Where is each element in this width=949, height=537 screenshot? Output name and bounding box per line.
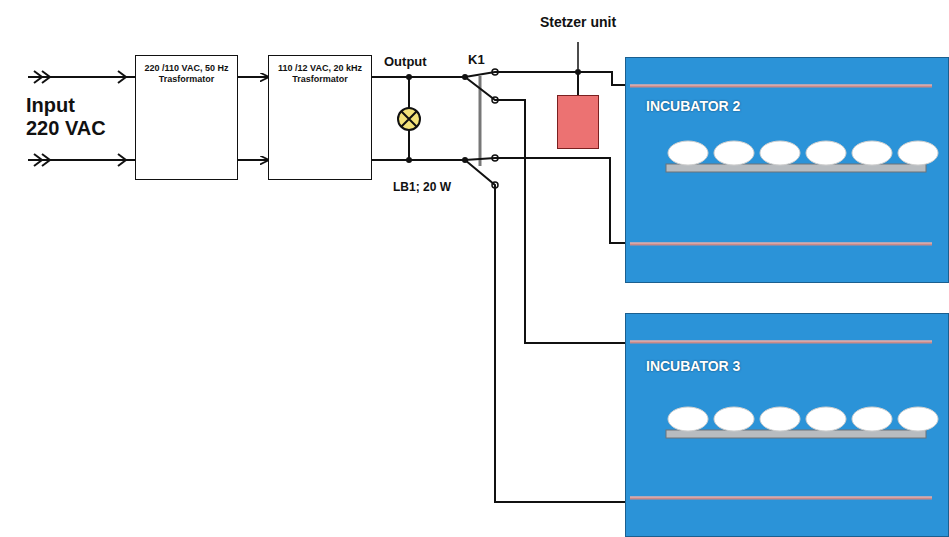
incubator-title: INCUBATOR 2 [646,98,740,114]
heating-wire [630,497,932,500]
lamp-cross [401,111,417,127]
egg [852,141,892,165]
transformer-box: 110 /12 VAC, 20 kHz Trasformator [268,55,372,180]
egg [852,407,892,431]
egg [668,141,708,165]
box-text: 220 /110 VAC, 50 Hz Trasformator [142,63,231,86]
stetzer-unit: Stetzer unit [528,14,628,150]
stetzer-box [557,95,599,149]
egg [714,407,754,431]
heating-wire-shine [630,85,932,86]
wire-connector [372,160,625,502]
input-arrow [34,154,50,166]
egg-tray [666,430,926,438]
egg [806,141,846,165]
egg-tray [666,164,926,172]
incubator-title: INCUBATOR 3 [646,358,740,374]
lamp-symbol [398,108,420,130]
text-label: K1 [468,52,498,68]
box-text: 110 /12 VAC, 20 kHz Trasformator [275,63,365,86]
wire-connector [238,159,268,161]
lamp-lead [408,130,410,160]
wire-connector [238,76,268,78]
leader-line [577,42,579,69]
text-label: Input 220 VAC [26,94,112,140]
heating-wire-shine [630,497,932,498]
egg [760,407,800,431]
heating-wire-shine [630,243,932,244]
transformer-box: 220 /110 VAC, 50 Hz Trasformator [135,55,238,180]
wire-connector [372,158,625,243]
egg [806,407,846,431]
incubator-panel: INCUBATOR 2 [625,57,949,283]
input-wire [28,76,135,78]
heating-wire [630,85,932,88]
text-label: Output [384,54,454,70]
input-arrow [34,71,50,83]
egg [760,141,800,165]
input-arrow [118,71,126,166]
wire-connector [578,72,625,95]
egg [668,407,708,431]
heating-wire [630,243,932,246]
egg [898,407,938,431]
text-label: LB1; 20 W [393,180,483,194]
egg [898,141,938,165]
input-wire [28,159,135,161]
incubator-art [626,58,949,284]
heating-wire [630,341,932,344]
incubator-art [626,314,949,537]
egg [714,141,754,165]
heating-wire-shine [630,341,932,342]
wire-connector [372,77,625,343]
incubator-panel: INCUBATOR 3 [625,313,949,537]
unit-label: Stetzer unit [528,14,628,30]
lamp-lead [408,77,410,108]
